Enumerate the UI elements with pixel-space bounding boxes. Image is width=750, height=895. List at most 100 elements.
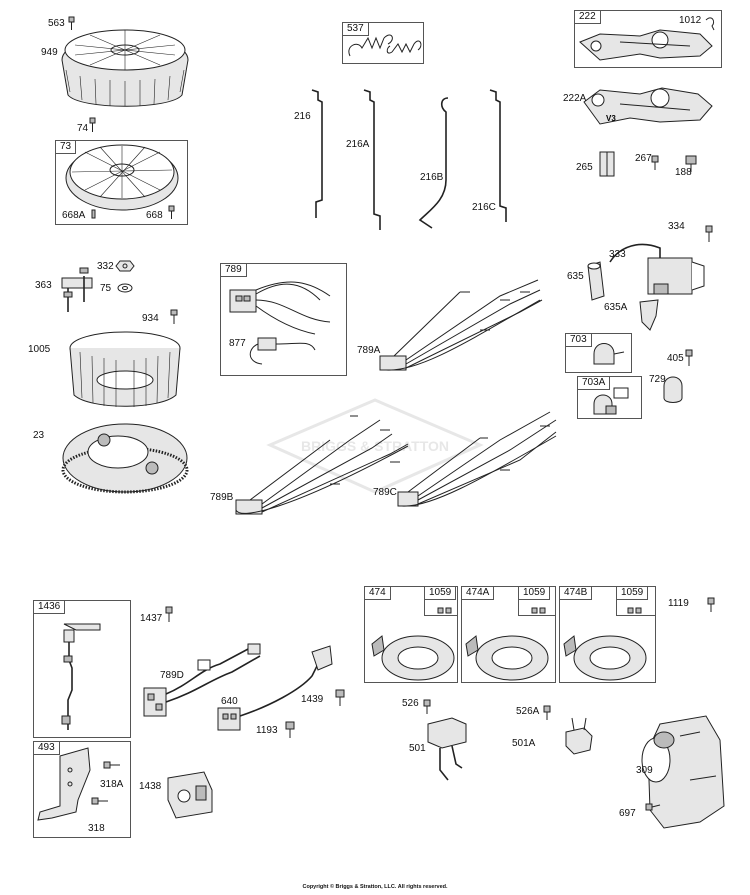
part-474B-stator [563,635,647,681]
part-474A-stator [465,635,549,681]
box-1436: 1436 [33,600,131,738]
box-789: 789 [220,263,347,376]
part-267-screw [651,155,659,170]
part-265-clip [599,151,615,177]
part-526A-screw [543,705,551,720]
part-789B-harness [235,415,409,515]
label-501A: 501A [512,738,536,749]
part-474-stator [371,635,455,681]
label-332: 332 [97,261,114,272]
part-501-regulator [427,717,467,781]
part-23-flywheel [61,423,189,494]
label-1119: 1119 [668,598,689,609]
label-363: 363 [35,280,52,291]
part-75-washer [117,283,133,293]
label-877: 877 [229,338,246,349]
label-1437: 1437 [140,613,163,624]
label-1438: 1438 [139,781,162,792]
label-729: 729 [649,374,666,385]
box-73: 73 [55,140,188,225]
part-1012-spring [705,17,715,31]
label-74: 74 [77,123,89,134]
label-318: 318 [88,823,105,834]
part-934-screw [170,309,178,324]
label-334: 334 [668,221,685,232]
label-188: 188 [675,167,692,178]
part-789A-harness [379,279,543,371]
part-74-screw [89,117,96,132]
part-537-springs [348,34,422,57]
part-73-fan-screen [65,144,179,211]
part-1119-screw [707,597,715,612]
part-729-clip [663,376,683,403]
part-318A-screw [103,761,120,769]
label-789B: 789B [210,492,234,503]
label-318A: 318A [100,779,124,790]
label-75: 75 [100,283,112,294]
label-668: 668 [146,210,163,221]
part-789-harness [229,281,331,365]
part-640-harness [217,645,333,731]
label-1012: 1012 [679,15,702,26]
label-697: 697 [619,808,636,819]
part-318-screw [91,797,108,805]
box-703A: 703A [577,376,642,419]
box-222: 222 [574,10,722,68]
label-23: 23 [33,430,45,441]
part-309-starter [641,715,725,829]
label-267: 267 [635,153,652,164]
label-563: 563 [48,18,65,29]
part-405-screw [685,349,693,366]
copyright-notice: Copyright © Briggs & Stratton, LLC. All … [302,884,448,890]
part-1059-screw-b [531,607,546,614]
part-1437-screw [165,606,173,622]
label-640: 640 [221,696,238,707]
label-934: 934 [142,313,159,324]
box-537: 537 [342,22,424,64]
part-501A-regulator [565,717,593,755]
part-668A-pin [91,209,96,219]
label-1439: 1439 [301,694,324,705]
part-635A-boot [639,299,659,331]
label-635: 635 [567,271,584,282]
part-334-screw [705,225,713,242]
label-526: 526 [402,698,419,709]
box-474B: 474B [559,586,656,683]
label-216A: 216A [346,139,370,150]
part-216-rods [311,89,507,230]
part-363-stud [61,267,93,312]
label-789A: 789A [357,345,381,356]
label-789C: 789C [373,487,397,498]
label-216C: 216C [472,202,496,213]
part-332-nut [115,260,135,272]
part-1005-fan [69,331,181,407]
part-635-spark-plug-boot [587,261,605,301]
label-1005: 1005 [28,344,51,355]
label-949: 949 [41,47,58,58]
part-789D-harness [143,643,261,717]
box-1059-a: 1059 [424,586,458,616]
part-703-clip [593,343,625,365]
part-1059-screw-c [627,607,642,614]
svg-text:V3: V3 [606,114,616,123]
box-1059-c: 1059 [616,586,656,616]
part-563-screw [68,16,75,30]
box-474A: 474A [461,586,556,683]
part-1436-harness [61,623,101,730]
part-222-bracket [579,29,713,61]
part-949-fan-screen [61,29,189,107]
label-216B: 216B [420,172,444,183]
box-474: 474 [364,586,458,683]
part-333-ignition-coil [609,243,705,295]
box-493: 493 [33,741,131,838]
label-222A: 222A [563,93,587,104]
label-501: 501 [409,743,426,754]
part-1439-screw [335,689,345,706]
part-188-screw [685,155,697,172]
label-309: 309 [636,765,653,776]
label-333: 333 [609,249,626,260]
part-1438-module [167,771,213,819]
part-1193-screw [285,721,295,738]
label-526A: 526A [516,706,540,717]
